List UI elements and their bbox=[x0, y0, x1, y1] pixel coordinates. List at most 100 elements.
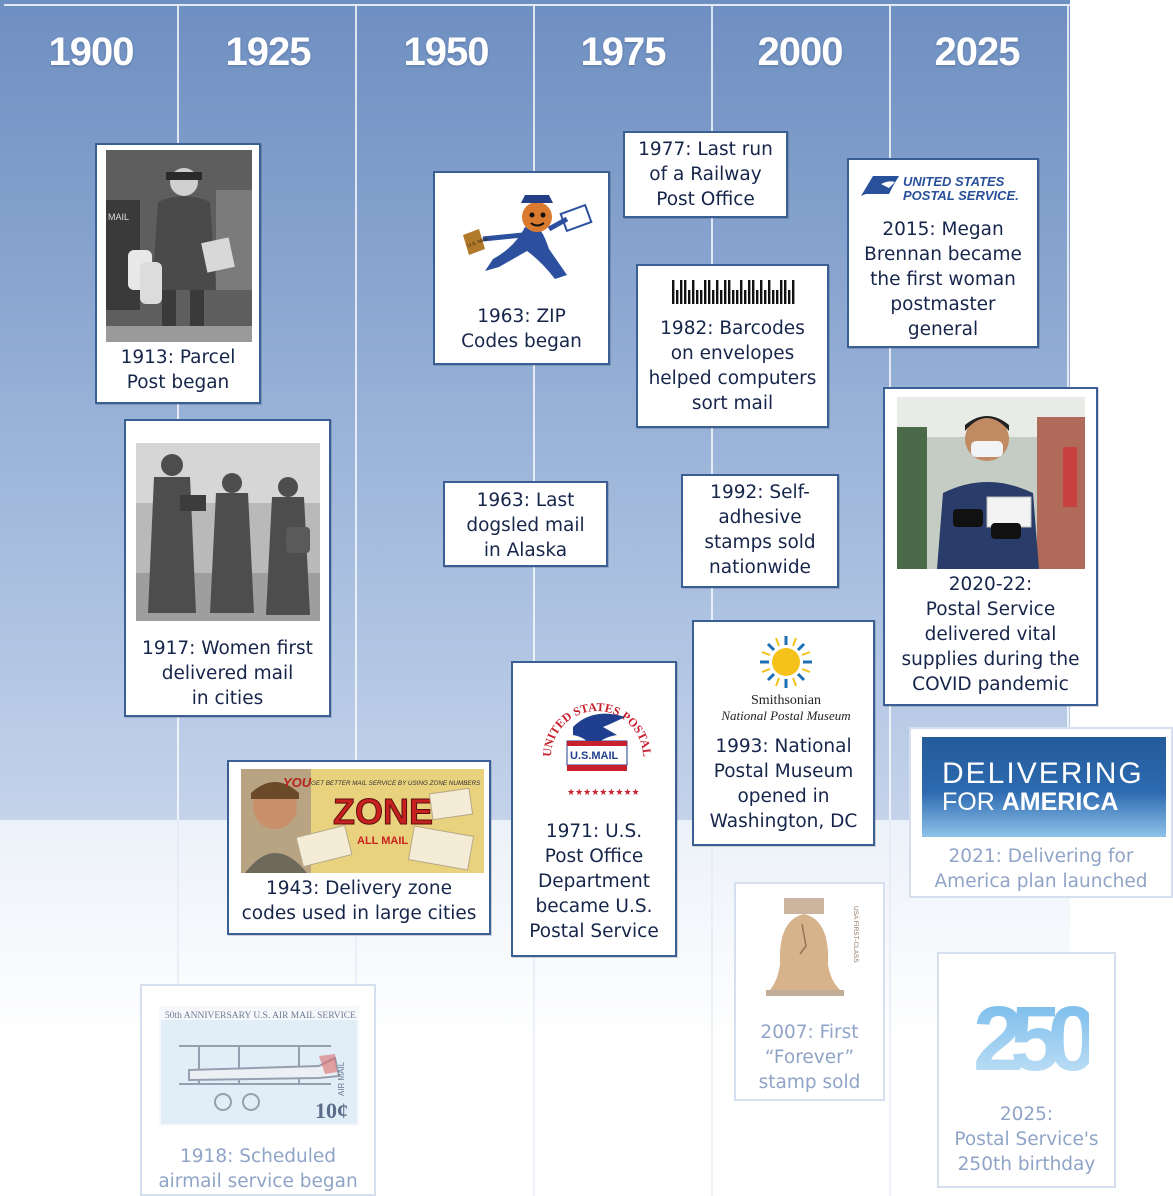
barcode-bar bbox=[748, 280, 751, 304]
timeline-gridline bbox=[177, 6, 179, 820]
year-label: 1900 bbox=[48, 30, 135, 74]
barcode-bar bbox=[724, 280, 727, 304]
delivering-logo-line2: FOR AMERICA bbox=[942, 788, 1118, 817]
event-caption: 1963: ZIP Codes began bbox=[461, 306, 582, 352]
barcode-bar bbox=[788, 290, 791, 304]
barcode-bar bbox=[700, 290, 703, 304]
barcode-bar bbox=[744, 290, 747, 304]
smithsonian-text: Smithsonian bbox=[751, 693, 821, 708]
event-card-parcel-post: MAIL 1913: Parcel Post began bbox=[95, 143, 261, 404]
barcode-bar bbox=[716, 280, 719, 304]
barcode-bar bbox=[772, 290, 775, 304]
timeline-gridline bbox=[533, 820, 535, 1196]
airmail-stamp: 50th ANNIVERSARY U.S. AIR MAIL SERVICE A… bbox=[159, 1006, 359, 1126]
event-caption: 1963: Last dogsled mail in Alaska bbox=[466, 490, 585, 561]
parcel-sign-text: MAIL bbox=[108, 212, 129, 222]
usps-line2-text: POSTAL SERVICE. bbox=[903, 188, 1019, 202]
barcode-bar bbox=[720, 290, 723, 304]
year-label: 2000 bbox=[757, 30, 844, 74]
delivering-america-text: AMERICA bbox=[1001, 788, 1119, 816]
stamp-value-text: 10¢ bbox=[315, 1098, 348, 1123]
event-caption: 2015: Megan Brennan became the first wom… bbox=[864, 219, 1022, 340]
timeline-top-rule bbox=[4, 4, 1070, 6]
timeline-gridline bbox=[355, 6, 357, 820]
barcode-bar bbox=[768, 280, 771, 304]
seal-usmail-text: U.S.MAIL bbox=[570, 750, 619, 762]
event-caption: 2025: Postal Service's 250th birthday bbox=[954, 1104, 1099, 1175]
delivering-for-america-logo: DELIVERING FOR AMERICA bbox=[922, 737, 1166, 837]
mr-zip-mascot: U.S. MAIL bbox=[445, 187, 599, 289]
barcode-bar bbox=[672, 280, 675, 304]
barcode-bar bbox=[696, 290, 699, 304]
barcode-bar bbox=[712, 290, 715, 304]
birthday-number-text: 250 bbox=[973, 988, 1089, 1090]
event-card-zip-codes: U.S. MAIL 1963: ZIP Codes began bbox=[433, 171, 610, 365]
timeline-gridline bbox=[889, 820, 891, 1196]
event-card-airmail: 50th ANNIVERSARY U.S. AIR MAIL SERVICE A… bbox=[140, 984, 376, 1196]
stamp-airmail-text: AIR MAIL bbox=[337, 1061, 346, 1096]
smithsonian-logo: Smithsonian National Postal Museum bbox=[704, 632, 864, 730]
year-label: 1925 bbox=[225, 30, 312, 74]
year-label: 1975 bbox=[580, 30, 667, 74]
stamp-header-text: 50th ANNIVERSARY U.S. AIR MAIL SERVICE bbox=[165, 1011, 356, 1021]
zone-word-text: ZONE bbox=[333, 791, 433, 832]
event-card-birthday: 250 2025: Postal Service's 250th birthda… bbox=[937, 952, 1116, 1188]
zone-you-text: YOU bbox=[283, 775, 312, 790]
250-logo: 250 bbox=[969, 962, 1089, 1090]
barcode-bar bbox=[780, 280, 783, 304]
barcode-bar bbox=[728, 280, 731, 304]
usps-seal: UNITED STATES POSTAL SERVICE U.S.MAIL ★★… bbox=[533, 677, 657, 803]
event-caption: 1943: Delivery zone codes used in large … bbox=[241, 878, 477, 924]
delivering-logo-line1: DELIVERING bbox=[942, 757, 1144, 790]
parcel-post-photo: MAIL bbox=[106, 150, 252, 342]
barcode-bar bbox=[684, 280, 687, 304]
event-card-delivery-zone: YOU GET BETTER MAIL SERVICE BY USING ZON… bbox=[227, 760, 491, 935]
liberty-bell-stamp: USA FIRST-CLASS bbox=[756, 894, 868, 1010]
forever-side-text: USA FIRST-CLASS bbox=[852, 906, 859, 963]
event-caption: 1913: Parcel Post began bbox=[120, 347, 236, 393]
barcode-bar bbox=[760, 280, 763, 304]
event-caption: 2020-22: Postal Service delivered vital … bbox=[901, 574, 1080, 695]
event-caption: 2021: Delivering for America plan launch… bbox=[934, 846, 1148, 892]
event-caption: 2007: First “Forever” stamp sold bbox=[758, 1022, 861, 1093]
event-card-dogsled: 1963: Last dogsled mail in Alaska bbox=[443, 481, 608, 567]
masked-carrier-photo bbox=[897, 397, 1085, 569]
year-label: 2025 bbox=[934, 30, 1021, 74]
barcode-bar bbox=[680, 280, 683, 304]
npm-text: National Postal Museum bbox=[720, 708, 850, 723]
event-card-museum: Smithsonian National Postal Museum 1993:… bbox=[692, 620, 875, 846]
women-carriers-photo bbox=[136, 443, 320, 621]
barcode-bar bbox=[676, 290, 679, 304]
zone-tagline-text: GET BETTER MAIL SERVICE BY USING ZONE NU… bbox=[311, 780, 481, 787]
event-caption: 1992: Self- adhesive stamps sold nationw… bbox=[704, 482, 816, 578]
event-caption: 1993: National Postal Museum opened in W… bbox=[709, 736, 858, 832]
event-caption: 1918: Scheduled airmail service began bbox=[158, 1146, 358, 1192]
event-card-forever: USA FIRST-CLASS 2007: First “Forever” st… bbox=[734, 882, 885, 1101]
event-card-self-adhesive: 1992: Self- adhesive stamps sold nationw… bbox=[681, 474, 839, 588]
event-caption: 1917: Women first delivered mail in citi… bbox=[142, 638, 313, 709]
barcode-bar bbox=[756, 290, 759, 304]
barcode-bar bbox=[740, 280, 743, 304]
timeline-gridline bbox=[533, 6, 535, 820]
usps-line1-text: UNITED STATES bbox=[903, 174, 1005, 189]
barcode-graphic bbox=[670, 278, 798, 306]
delivering-for-text: FOR bbox=[942, 788, 1002, 816]
year-label: 1950 bbox=[403, 30, 490, 74]
event-card-women-mail: 1917: Women first delivered mail in citi… bbox=[124, 419, 331, 717]
event-caption: 1977: Last run of a Railway Post Office bbox=[638, 139, 773, 210]
event-card-usps-became: UNITED STATES POSTAL SERVICE U.S.MAIL ★★… bbox=[511, 661, 677, 957]
usps-logo: UNITED STATES POSTAL SERVICE. bbox=[859, 170, 1029, 202]
barcode-bar bbox=[692, 280, 695, 304]
event-card-covid: 2020-22: Postal Service delivered vital … bbox=[883, 387, 1098, 706]
barcode-bar bbox=[736, 290, 739, 304]
svg-text:★★★★★★★★★: ★★★★★★★★★ bbox=[567, 788, 640, 798]
event-card-barcodes: 1982: Barcodes on envelopes helped compu… bbox=[636, 264, 829, 428]
barcode-bar bbox=[752, 280, 755, 304]
event-caption: 1971: U.S. Post Office Department became… bbox=[529, 821, 659, 942]
barcode-bar bbox=[732, 290, 735, 304]
zone-poster: YOU GET BETTER MAIL SERVICE BY USING ZON… bbox=[241, 769, 484, 873]
barcode-bar bbox=[784, 280, 787, 304]
barcode-bar bbox=[704, 280, 707, 304]
barcode-bar bbox=[708, 280, 711, 304]
